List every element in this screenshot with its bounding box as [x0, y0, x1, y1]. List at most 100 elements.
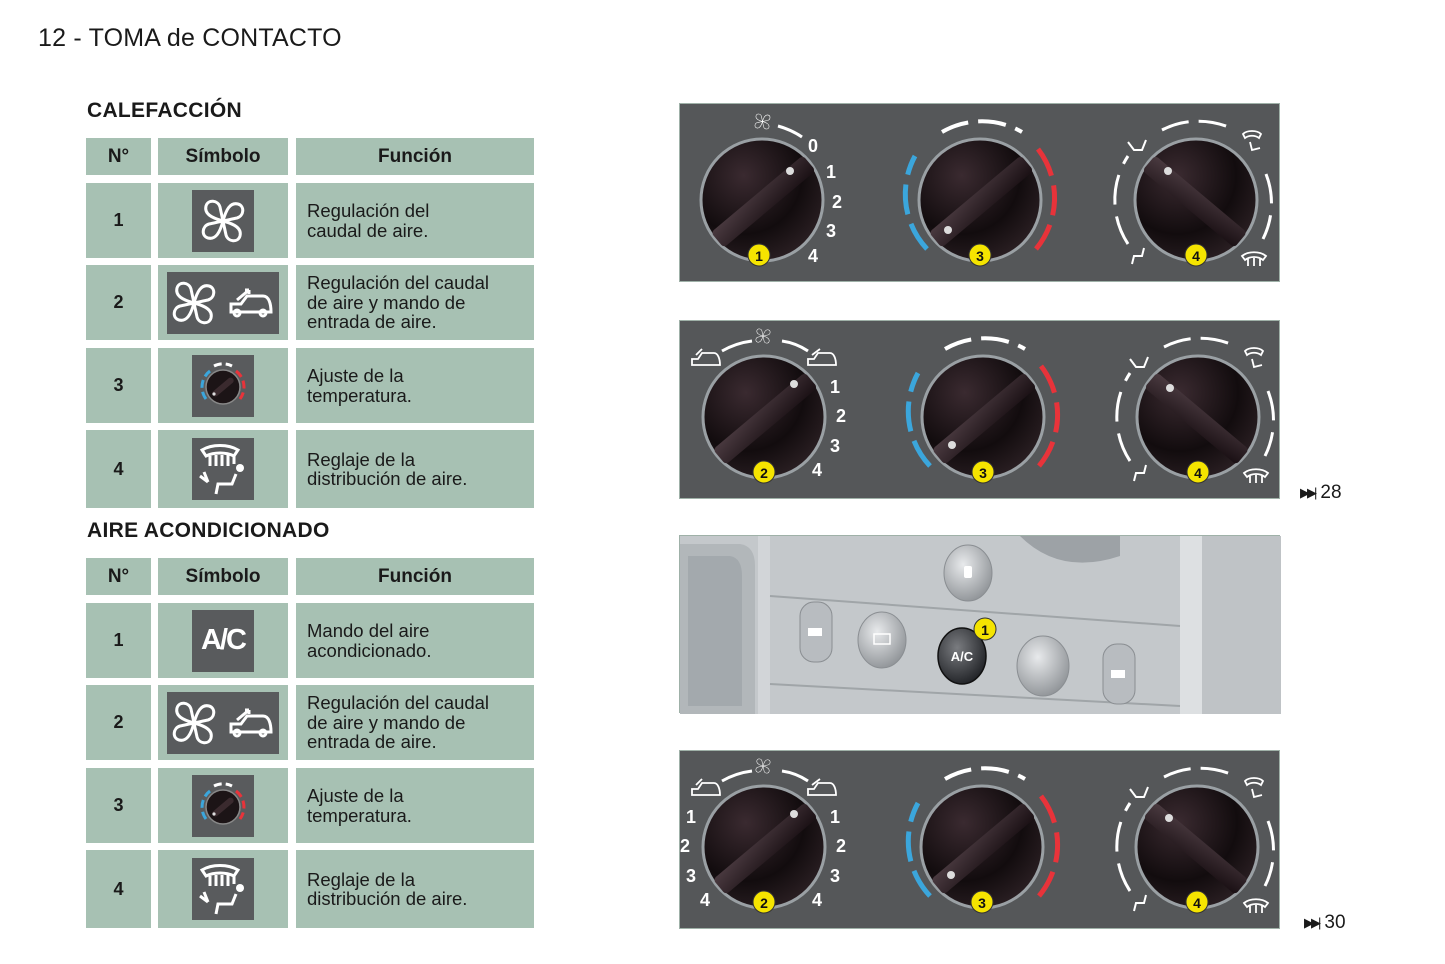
scale-label: 4: [808, 246, 818, 266]
page-reference-28[interactable]: ▶▶| 28: [1300, 482, 1342, 504]
scale-label: 1: [830, 807, 840, 827]
temperature-knob[interactable]: 3: [905, 336, 1061, 484]
rear-defrost-button[interactable]: [857, 611, 907, 669]
callout-badge: 1: [981, 622, 989, 638]
heating-control-panel-2: 1 2 3 4 2 3: [679, 320, 1280, 499]
table-row: 2 Regulación del caudal de aire y mando …: [86, 265, 534, 340]
scale-label: 4: [812, 460, 822, 480]
ac-control-panel: 1 2 3 4 1 2 3 4 2 3: [679, 750, 1280, 929]
row-number: 2: [86, 685, 151, 760]
fan-and-recirculation-icon: [167, 691, 279, 754]
air-distribution-knob[interactable]: 4: [1115, 336, 1275, 484]
fan-icon: [754, 113, 771, 130]
skip-forward-icon: ▶▶|: [1300, 485, 1317, 500]
row-number: 3: [86, 348, 151, 423]
page-reference-30[interactable]: ▶▶| 30: [1304, 912, 1346, 934]
table-header-row: N° Símbolo Función: [86, 138, 534, 175]
page-title: 12 - TOMA de CONTACTO: [38, 24, 342, 52]
defrost-icon: [1242, 468, 1270, 483]
header-function: Función: [296, 558, 534, 595]
temperature-knob[interactable]: 3: [902, 119, 1058, 267]
defrost-face-icon: [1243, 777, 1265, 799]
row-number: 4: [86, 850, 151, 928]
callout-badge: 4: [1193, 895, 1201, 911]
fan-icon: [755, 328, 771, 344]
recirculation-icon: [807, 778, 837, 796]
header-symbol: Símbolo: [158, 558, 288, 595]
ac-symbol-text: A/C: [201, 624, 247, 656]
header-no: N°: [86, 138, 151, 175]
scale-label: 3: [830, 866, 840, 886]
function-text: Reglaje de la distribución de aire.: [307, 448, 468, 489]
fan-recirculation-knob[interactable]: 1 2 3 4 1 2 3 4 2: [680, 758, 846, 914]
defrost-face-icon: [1243, 347, 1265, 369]
fan-icon: [192, 189, 254, 252]
page-reference-number: 30: [1324, 912, 1346, 933]
scale-label: 2: [836, 836, 846, 856]
ac-icon: A/C: [192, 609, 254, 672]
callout-badge: 4: [1192, 248, 1200, 264]
temperature-knob-icon: [192, 774, 254, 837]
table-row: 1 A/C Mando del aire acondicionado.: [86, 603, 534, 678]
row-number: 1: [86, 603, 151, 678]
row-number: 4: [86, 430, 151, 508]
callout-badge: 4: [1194, 465, 1202, 481]
function-text: Mando del aire acondicionado.: [307, 620, 432, 661]
window-icon: [1111, 670, 1125, 678]
row-number: 1: [86, 183, 151, 258]
scale-label: 1: [686, 807, 696, 827]
callout-badge: 3: [976, 248, 984, 264]
feet-vent-icon: [1133, 894, 1147, 912]
table-row: 4 Reglaje de la distribución de aire.: [86, 430, 534, 508]
table-row: 1 Regulación del caudal de aire.: [86, 183, 534, 258]
outside-air-icon: [691, 348, 721, 366]
face-vent-icon: [1129, 356, 1149, 368]
scale-label: 1: [826, 162, 836, 182]
function-text: Ajuste de la temperatura.: [307, 785, 412, 826]
row-number: 3: [86, 768, 151, 843]
scale-label: 4: [700, 890, 710, 910]
feet-vent-icon: [1131, 247, 1145, 265]
row-number: 2: [86, 265, 151, 340]
air-distribution-icon: [192, 438, 254, 500]
function-text: Ajuste de la temperatura.: [307, 365, 412, 406]
fan-and-recirculation-icon: [167, 271, 279, 334]
callout-badge: 2: [760, 465, 768, 481]
window-icon: [808, 628, 822, 636]
ac-button[interactable]: A/C: [937, 627, 987, 685]
scale-label: 3: [826, 221, 836, 241]
function-text: Reglaje de la distribución de aire.: [307, 868, 468, 909]
outside-air-icon: [691, 778, 721, 796]
header-no: N°: [86, 558, 151, 595]
air-distribution-knob[interactable]: 4: [1115, 766, 1275, 914]
blank-button[interactable]: [1016, 635, 1070, 697]
rear-defrost-icon: [873, 633, 891, 645]
fan-speed-knob[interactable]: 0 1 2 3 4 1: [699, 113, 842, 267]
svg-text:A/C: A/C: [951, 649, 974, 664]
fan-icon: [755, 758, 771, 774]
callout-badge: 3: [978, 895, 986, 911]
defrost-icon: [1242, 898, 1270, 913]
ac-dashboard-panel: A/C 1: [679, 535, 1281, 714]
scale-label: 2: [832, 192, 842, 212]
face-vent-icon: [1129, 786, 1149, 798]
callout-badge: 2: [760, 895, 768, 911]
air-distribution-icon: [192, 858, 254, 920]
function-text: Regulación del caudal de aire y mando de…: [307, 692, 490, 753]
table-row: 2 Regulación del caudal de aire y mando …: [86, 685, 534, 760]
callout-badge: 3: [979, 465, 987, 481]
header-function: Función: [296, 138, 534, 175]
header-symbol: Símbolo: [158, 138, 288, 175]
scale-label: 0: [808, 136, 818, 156]
defrost-face-icon: [1241, 130, 1263, 152]
scale-label: 4: [812, 890, 822, 910]
lock-icon: [964, 566, 972, 578]
table-row: 3 Ajuste de la temperatura.: [86, 348, 534, 423]
temperature-knob[interactable]: 3: [905, 766, 1061, 914]
scale-label: 2: [836, 406, 846, 426]
fan-recirculation-knob[interactable]: 1 2 3 4 2: [691, 328, 846, 484]
scale-label: 1: [830, 377, 840, 397]
table-row: 4 Reglaje de la distribución de aire.: [86, 850, 534, 928]
air-distribution-knob[interactable]: 4: [1113, 119, 1273, 267]
temperature-knob-icon: [192, 354, 254, 417]
